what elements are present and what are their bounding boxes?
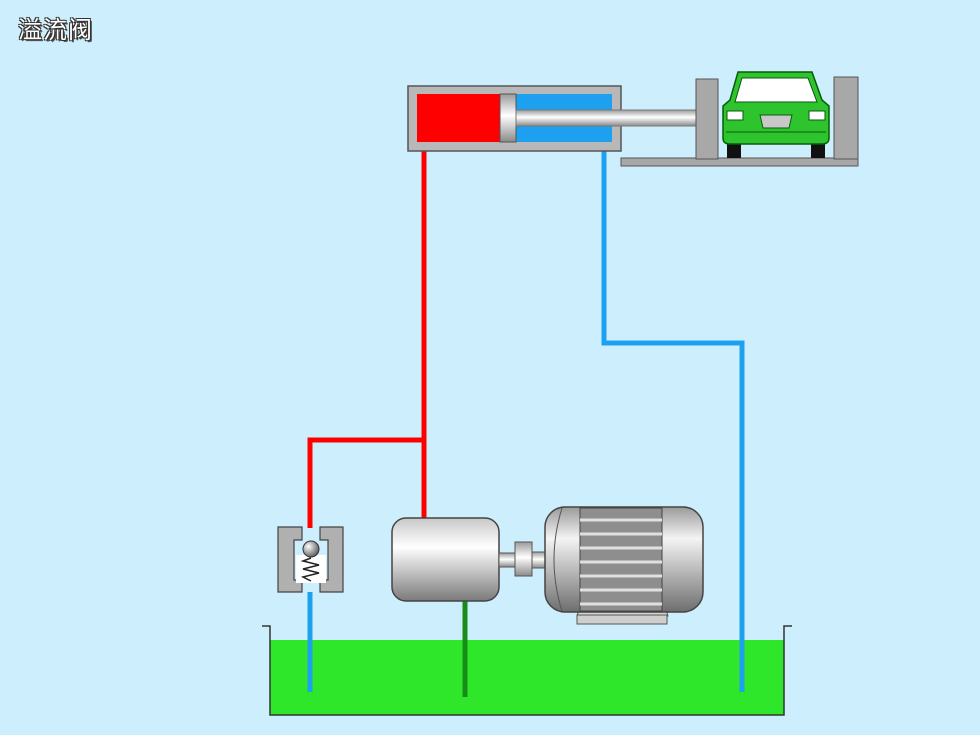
page-title: 溢流阀 [18,16,93,44]
pressure-line [307,142,427,528]
motor-shaft [531,551,547,569]
platform-base [620,157,859,167]
pump-shaft [498,552,516,568]
oil-tank [262,625,792,716]
hydraulic-pump [391,517,547,602]
car-right-headlight [808,110,826,121]
pressure-chamber [417,94,502,142]
tank-fluid [270,640,784,715]
piston [499,93,517,143]
return-line [307,142,745,692]
valve-body-left [277,526,303,593]
car-grille [759,114,793,129]
hydraulic-cylinder [407,85,697,152]
platform-left-post [695,78,719,160]
car-windshield [734,77,818,103]
relief-valve [277,526,344,593]
valve-body-right [319,526,344,593]
electric-motor [544,506,704,625]
shaft-coupling [514,541,533,577]
tank-outline [262,625,792,716]
lift-platform [620,76,859,167]
car-left-headlight [726,110,744,121]
valve-ball [302,540,320,558]
valve-chamber [296,555,326,583]
piston-rod [515,109,697,127]
motor-base [576,614,668,625]
pump-body [391,517,500,602]
motor-end-cap [553,507,563,612]
car [722,71,830,158]
spring-icon [300,557,320,582]
motor-cooling-fins [579,507,663,612]
platform-right-post [833,76,859,160]
